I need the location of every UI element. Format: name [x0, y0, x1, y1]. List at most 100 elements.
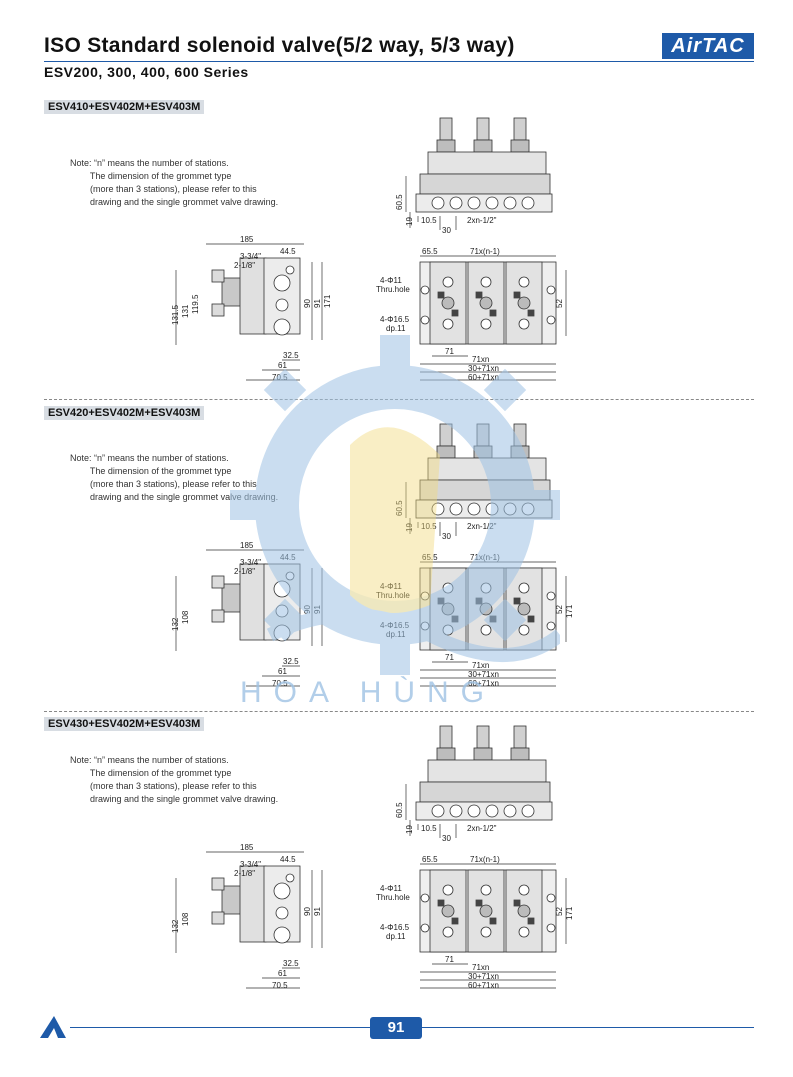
front-view: 60.519 10.5 30 2xn-1/2" [395, 117, 553, 235]
dimension-label: 70.5 [272, 679, 288, 688]
dimension-label: 71xn [472, 963, 489, 972]
dimension-label: 60+71xn [468, 373, 499, 382]
dimension-label: 171 [565, 906, 574, 920]
dimension-label: 52 [555, 907, 564, 916]
dimension-label: 4-Φ16.5 [380, 315, 410, 324]
dimension-label: 30 [442, 834, 451, 843]
dimension-label: 131.5 [171, 304, 180, 325]
dimension-label: 71xn [472, 661, 489, 670]
dimension-label: 90 [303, 299, 312, 308]
dimension-label: 71 [445, 955, 454, 964]
dimension-label: 60+71xn [468, 679, 499, 688]
dimension-label: 10.5 [421, 522, 437, 531]
section-label: ESV410+ESV402M+ESV403M [44, 100, 205, 114]
dimension-label: 60.5 [395, 194, 404, 210]
dimension-label: 132 [171, 919, 180, 933]
dimension-label: 32.5 [283, 351, 299, 360]
dimension-label: dp.11 [386, 324, 406, 333]
note: Note: “n” means the number of stations. … [70, 158, 279, 207]
dimension-label: 44.5 [280, 553, 296, 562]
dimension-label: 30 [442, 226, 451, 235]
dimension-label: 2xn-1/2" [467, 216, 497, 225]
page-number: 91 [370, 1017, 422, 1039]
dimension-label: Thru.hole [376, 591, 410, 600]
dimension-label: 52 [555, 299, 564, 308]
dimension-label: 4-Φ16.5 [380, 923, 410, 932]
front-view: 60.519 10.5 30 2xn-1/2" [395, 725, 553, 843]
dimension-label: 3-3/4" [240, 252, 261, 261]
dimension-label: 91 [313, 299, 322, 308]
dimension-label: 10.5 [421, 216, 437, 225]
dimension-label: Thru.hole [376, 285, 410, 294]
dimension-label: 30+71xn [468, 670, 499, 679]
dimension-label: 4-Φ16.5 [380, 621, 410, 630]
dimension-label: 2xn-1/2" [467, 522, 497, 531]
dimension-label: 60.5 [395, 802, 404, 818]
dimension-label: 108 [181, 610, 190, 624]
watermark-text: HOA HÙNG [240, 676, 497, 709]
dimension-label: 91 [313, 605, 322, 614]
dimension-label: 71 [445, 653, 454, 662]
dimension-label: 19 [405, 825, 414, 834]
dimension-label: 131 [181, 304, 190, 318]
dimension-label: 71xn [472, 355, 489, 364]
dimension-label: 71x(n-1) [470, 553, 500, 562]
dimension-label: 30+71xn [468, 972, 499, 981]
dimension-label: 108 [181, 912, 190, 926]
dimension-label: 70.5 [272, 981, 288, 990]
dimension-label: 52 [555, 605, 564, 614]
dimension-label: 90 [303, 907, 312, 916]
dimension-label: 71x(n-1) [470, 855, 500, 864]
dimension-label: 2-1/8" [234, 261, 255, 270]
dimension-label: 171 [323, 294, 332, 308]
dimension-label: 171 [565, 604, 574, 618]
dimension-label: 185 [240, 541, 254, 550]
dimension-label: dp.11 [386, 932, 406, 941]
dimension-label: 30 [442, 532, 451, 541]
dimension-label: dp.11 [386, 630, 406, 639]
dimension-label: 32.5 [283, 657, 299, 666]
page-subtitle: ESV200, 300, 400, 600 Series [44, 64, 249, 80]
dimension-label: 65.5 [422, 247, 438, 256]
dimension-label: 19 [405, 217, 414, 226]
dimension-label: 60+71xn [468, 981, 499, 990]
dimension-label: 91 [313, 907, 322, 916]
dimension-label: 71 [445, 347, 454, 356]
dimension-label: 70.5 [272, 373, 288, 382]
dimension-label: 4-Φ11 [380, 884, 402, 893]
dimension-label: 4-Φ11 [380, 276, 402, 285]
dimension-label: 30+71xn [468, 364, 499, 373]
dimension-label: 44.5 [280, 247, 296, 256]
dimension-label: 90 [303, 605, 312, 614]
dimension-label: Thru.hole [376, 893, 410, 902]
dimension-label: 61 [278, 667, 287, 676]
dimension-label: 4-Φ11 [380, 582, 402, 591]
dimension-label: 10.5 [421, 824, 437, 833]
footer-logo-icon [40, 1016, 66, 1038]
dimension-label: 19 [405, 523, 414, 532]
header-rule [44, 61, 754, 62]
dimension-label: 2xn-1/2" [467, 824, 497, 833]
page-title: ISO Standard solenoid valve(5/2 way, 5/3… [44, 34, 515, 57]
dimension-label: 3-3/4" [240, 558, 261, 567]
dimension-label: 44.5 [280, 855, 296, 864]
dimension-label: 3-3/4" [240, 860, 261, 869]
dimension-label: 185 [240, 235, 254, 244]
section-divider [44, 711, 754, 712]
dimension-label: 61 [278, 969, 287, 978]
dimension-label: 65.5 [422, 855, 438, 864]
dimension-label: 119.5 [191, 294, 200, 314]
section-label: ESV420+ESV402M+ESV403M [44, 406, 205, 420]
dimension-label: 65.5 [422, 553, 438, 562]
dimension-label: 132 [171, 617, 180, 631]
